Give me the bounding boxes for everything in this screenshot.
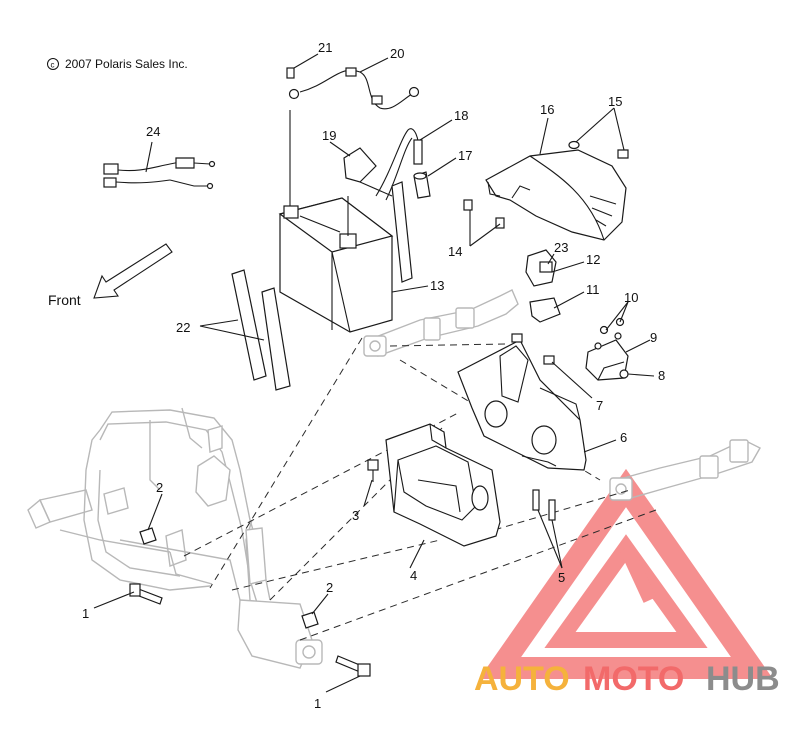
callout-14: 14 [448,244,462,259]
upper-arm-ghost-right [609,439,761,501]
callout-1a: 1 [82,606,89,621]
bolt-2a [139,527,157,545]
callout-12: 12 [586,252,600,267]
terminal-boot [343,147,393,197]
copyright-symbol-icon [47,58,59,70]
front-label: Front [48,292,81,308]
callout-16: 16 [540,102,554,117]
bolt-21 [286,67,295,79]
battery-pads [231,181,413,391]
watermark-hub: HUB [706,660,780,698]
clip-7b [543,355,555,365]
watermark-logo [478,468,774,679]
battery [278,197,394,333]
mounting-plate [457,333,587,471]
callout-8: 8 [658,368,665,383]
battery-terminal-pos [339,233,357,249]
watermark-moto: MOTO [583,660,684,698]
callout-3: 3 [352,508,359,523]
fuse-holder [413,171,431,199]
bolt-3 [367,459,379,482]
callout-9: 9 [650,330,657,345]
callout-13: 13 [430,278,444,293]
callout-22: 22 [176,320,190,335]
callout-23: 23 [554,240,568,255]
copyright-text: 2007 Polaris Sales Inc. [65,57,188,71]
watermark-auto: AUTO [474,660,570,698]
callout-20: 20 [390,46,404,61]
bolt-2b [301,611,319,629]
leader-lines [93,53,655,693]
callout-17: 17 [458,148,472,163]
callout-15: 15 [608,94,622,109]
battery-terminal-neg [283,205,299,219]
bolt-1a [129,583,163,605]
bolt-1b [335,655,371,677]
cover-fasteners [463,140,629,229]
callout-7: 7 [596,398,603,413]
callout-10: 10 [624,290,638,305]
battery-cover [485,149,627,241]
callout-11: 11 [586,282,600,297]
wire-harness [103,157,216,190]
relay-11 [529,297,561,323]
clip-7a [511,333,523,343]
copyright-notice: c 2007 Polaris Sales Inc. [47,57,188,71]
callouts: 21 20 18 19 17 16 15 14 24 23 12 11 10 9… [82,40,665,711]
callout-5: 5 [558,570,565,585]
callout-19: 19 [322,128,336,143]
watermark-text: AUTO MOTO HUB [474,660,780,698]
solenoid [585,332,629,381]
callout-2b: 2 [326,580,333,595]
battery-cable [288,67,420,110]
battery-tray [385,423,501,547]
relay-12 [525,249,557,287]
front-arrow-icon [93,243,173,299]
callout-24: 24 [146,124,160,139]
callout-18: 18 [454,108,468,123]
frame-ghost [27,407,323,669]
callout-1b: 1 [314,696,321,711]
svg-text:c: c [51,61,55,70]
upper-arm-ghost-left [363,289,519,357]
battery-leads [375,128,423,201]
callout-4: 4 [410,568,417,583]
callout-6: 6 [620,430,627,445]
callout-21: 21 [318,40,332,55]
callout-2a: 2 [156,480,163,495]
